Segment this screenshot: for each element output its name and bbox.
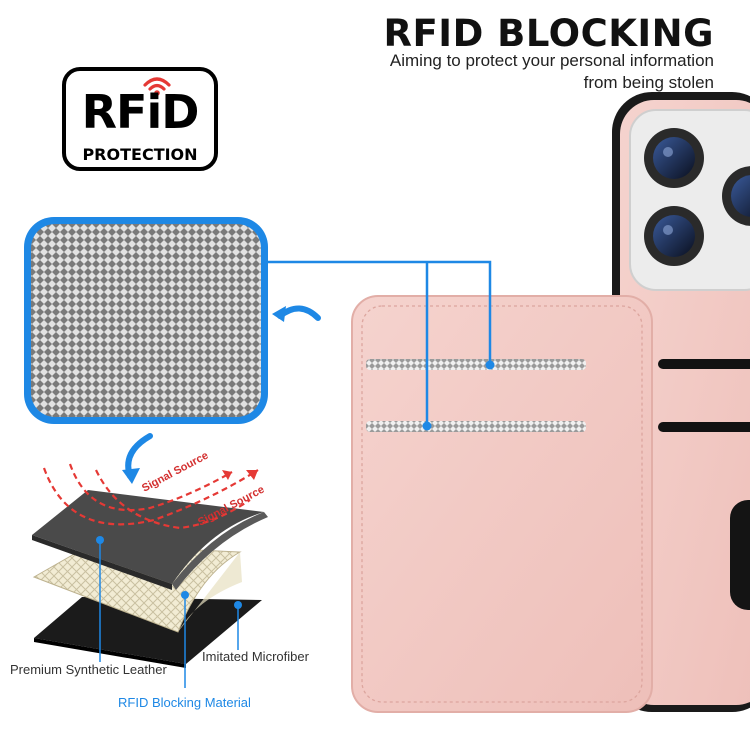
layer-pointers: [99, 540, 239, 688]
rfid-logo-subtitle: PROTECTION: [82, 145, 198, 164]
curved-arrow-icon: [277, 305, 321, 321]
signal-waves: [42, 463, 259, 530]
card-slot-mesh: [366, 421, 586, 432]
card-slot: [658, 422, 750, 432]
subtitle-line-1: Aiming to protect your personal informat…: [389, 51, 714, 70]
magnetic-clasp: [730, 500, 750, 610]
rfid-material-label: RFID Blocking Material: [118, 695, 251, 710]
connector-dot: [485, 360, 495, 370]
premium-leather-label: Premium Synthetic Leather: [10, 662, 167, 677]
rfid-protection-badge: RFiD PROTECTION: [62, 67, 218, 171]
wifi-signal-icon: [143, 77, 171, 96]
camera-lens: [731, 175, 750, 217]
microfiber-layer: [34, 597, 262, 664]
card-slot: [658, 359, 750, 369]
headline-title: RFID BLOCKING: [383, 12, 714, 55]
material-layers: [32, 490, 268, 668]
card-slot-mesh: [366, 359, 586, 370]
leather-layer: [32, 490, 264, 584]
rfid-logo-word: RFiD: [81, 85, 200, 139]
microfiber-label: Imitated Microfiber: [202, 649, 309, 664]
headline-subtitle: Aiming to protect your personal informat…: [390, 50, 714, 94]
connector-dot: [422, 421, 432, 431]
subtitle-line-2: from being stolen: [583, 73, 714, 92]
wallet-stitching: [361, 305, 643, 703]
camera-lens: [653, 137, 695, 179]
connector-lines: [268, 260, 492, 426]
mesh-zoom-detail: [31, 224, 261, 417]
camera-lens: [653, 215, 695, 257]
wallet-leather: [351, 295, 653, 713]
